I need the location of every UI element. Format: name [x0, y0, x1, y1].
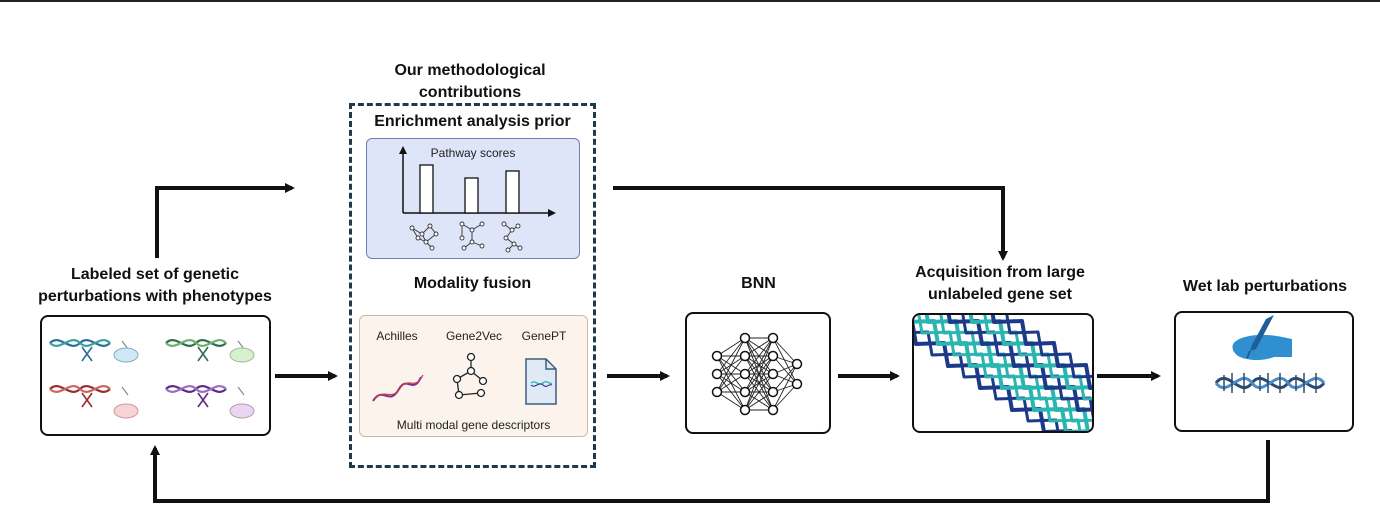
chart-x-arrowhead	[548, 209, 556, 217]
bnn-edge	[772, 363, 798, 393]
contributions-title-line2: contributions	[418, 84, 522, 101]
dna-strand	[990, 315, 1092, 390]
bnn-node	[791, 378, 803, 390]
bnn-edge	[744, 355, 774, 411]
perturbation-3-icon	[49, 385, 139, 419]
pathway-bar-1	[419, 164, 434, 214]
bnn-edge	[744, 337, 774, 393]
dna-strand	[961, 315, 1092, 419]
perturbation-2-icon	[165, 339, 255, 363]
bnn-node	[739, 350, 751, 362]
bnn-network-icon	[711, 332, 803, 416]
acquisition-title-line1: Acquisition from large	[915, 264, 1085, 281]
labeled-set-title-line2: perturbations with phenotypes	[38, 288, 272, 305]
bnn-edge	[716, 337, 746, 375]
gene2vec-graph-icon	[452, 352, 488, 400]
labeled-set-title-line1: Labeled set of genetic	[70, 266, 240, 283]
pathway-scores-chart	[399, 146, 556, 253]
bnn-edge	[716, 337, 746, 393]
bnn-edge	[772, 355, 798, 385]
dna-strand	[983, 315, 1092, 401]
acquisition-title: Acquisition from large unlabeled gene se…	[895, 262, 1105, 306]
modality-caption: Multi modal gene descriptors	[396, 418, 551, 432]
bnn-edge	[744, 337, 774, 375]
bnn-edge	[716, 337, 746, 357]
bnn-node	[739, 386, 751, 398]
modality-title: Modality fusion	[413, 275, 532, 292]
descriptor-genept: GenePT	[521, 329, 567, 343]
labeled-set-title: Labeled set of genetic perturbations wit…	[30, 264, 280, 308]
perturbation-1-icon	[49, 339, 139, 363]
bnn-node	[767, 386, 779, 398]
bnn-edge	[716, 373, 746, 393]
descriptor-icons	[372, 352, 557, 405]
bnn-node	[739, 368, 751, 380]
bnn-edge	[772, 363, 798, 411]
perturbation-4-icon	[165, 385, 255, 419]
dna-strand	[1005, 315, 1092, 379]
enrichment-title: Enrichment analysis prior	[374, 113, 571, 130]
wetlab-dna-icon	[1214, 373, 1326, 393]
chart-y-arrowhead	[399, 146, 407, 154]
pathway-graph-2-icon	[459, 221, 485, 251]
pathway-graph-3-icon	[501, 221, 523, 253]
bnn-edge	[744, 373, 774, 411]
arrow-labeled-to-enrichment	[155, 183, 295, 258]
bnn-edge	[716, 391, 746, 411]
pathway-scores-label: Pathway scores	[430, 146, 516, 160]
bnn-node	[711, 386, 723, 398]
genept-document-icon	[525, 358, 557, 405]
wetlab-illustration	[1214, 315, 1326, 393]
bnn-node	[739, 332, 751, 344]
descriptor-gene2vec: Gene2Vec	[445, 329, 503, 343]
top-rule	[0, 0, 1380, 2]
bnn-node	[767, 404, 779, 416]
achilles-strand-icon	[372, 374, 424, 402]
pathway-graph-1-icon	[409, 223, 439, 251]
bnn-node	[711, 350, 723, 362]
labeled-set-illustration	[49, 339, 255, 419]
bnn-node	[767, 368, 779, 380]
arrow-enrichment-to-acquisition	[613, 186, 1008, 261]
bnn-node	[791, 358, 803, 370]
pathway-bar-3	[505, 170, 520, 214]
unlabeled-gene-set-dna-icon	[914, 315, 1092, 431]
bnn-edge	[772, 337, 798, 365]
bnn-edge	[744, 337, 774, 411]
dna-strand	[939, 315, 1092, 423]
acquisition-title-line2: unlabeled gene set	[927, 286, 1073, 303]
arrow-wetlab-feedback	[150, 440, 1270, 503]
pathway-bar-2	[464, 177, 479, 214]
bnn-edge	[772, 383, 798, 411]
bnn-node	[767, 332, 779, 344]
contributions-title-line1: Our methodological	[394, 62, 546, 79]
bnn-edge	[744, 337, 774, 357]
dna-strand	[914, 330, 1060, 431]
acquisition-box	[912, 313, 1094, 433]
descriptor-achilles: Achilles	[376, 329, 418, 343]
bnn-title: BNN	[741, 275, 776, 292]
bnn-node	[767, 350, 779, 362]
wetlab-title: Wet lab perturbations	[1182, 278, 1348, 295]
contributions-dashed-box	[349, 103, 596, 468]
bnn-node	[739, 404, 751, 416]
dna-strand	[917, 315, 1082, 431]
contributions-title: Our methodological contributions	[330, 60, 610, 104]
bnn-edge	[772, 337, 798, 385]
bnn-edge	[716, 355, 746, 393]
bnn-node	[711, 368, 723, 380]
hand-pen-icon	[1232, 315, 1292, 360]
bnn-edge	[744, 391, 774, 411]
